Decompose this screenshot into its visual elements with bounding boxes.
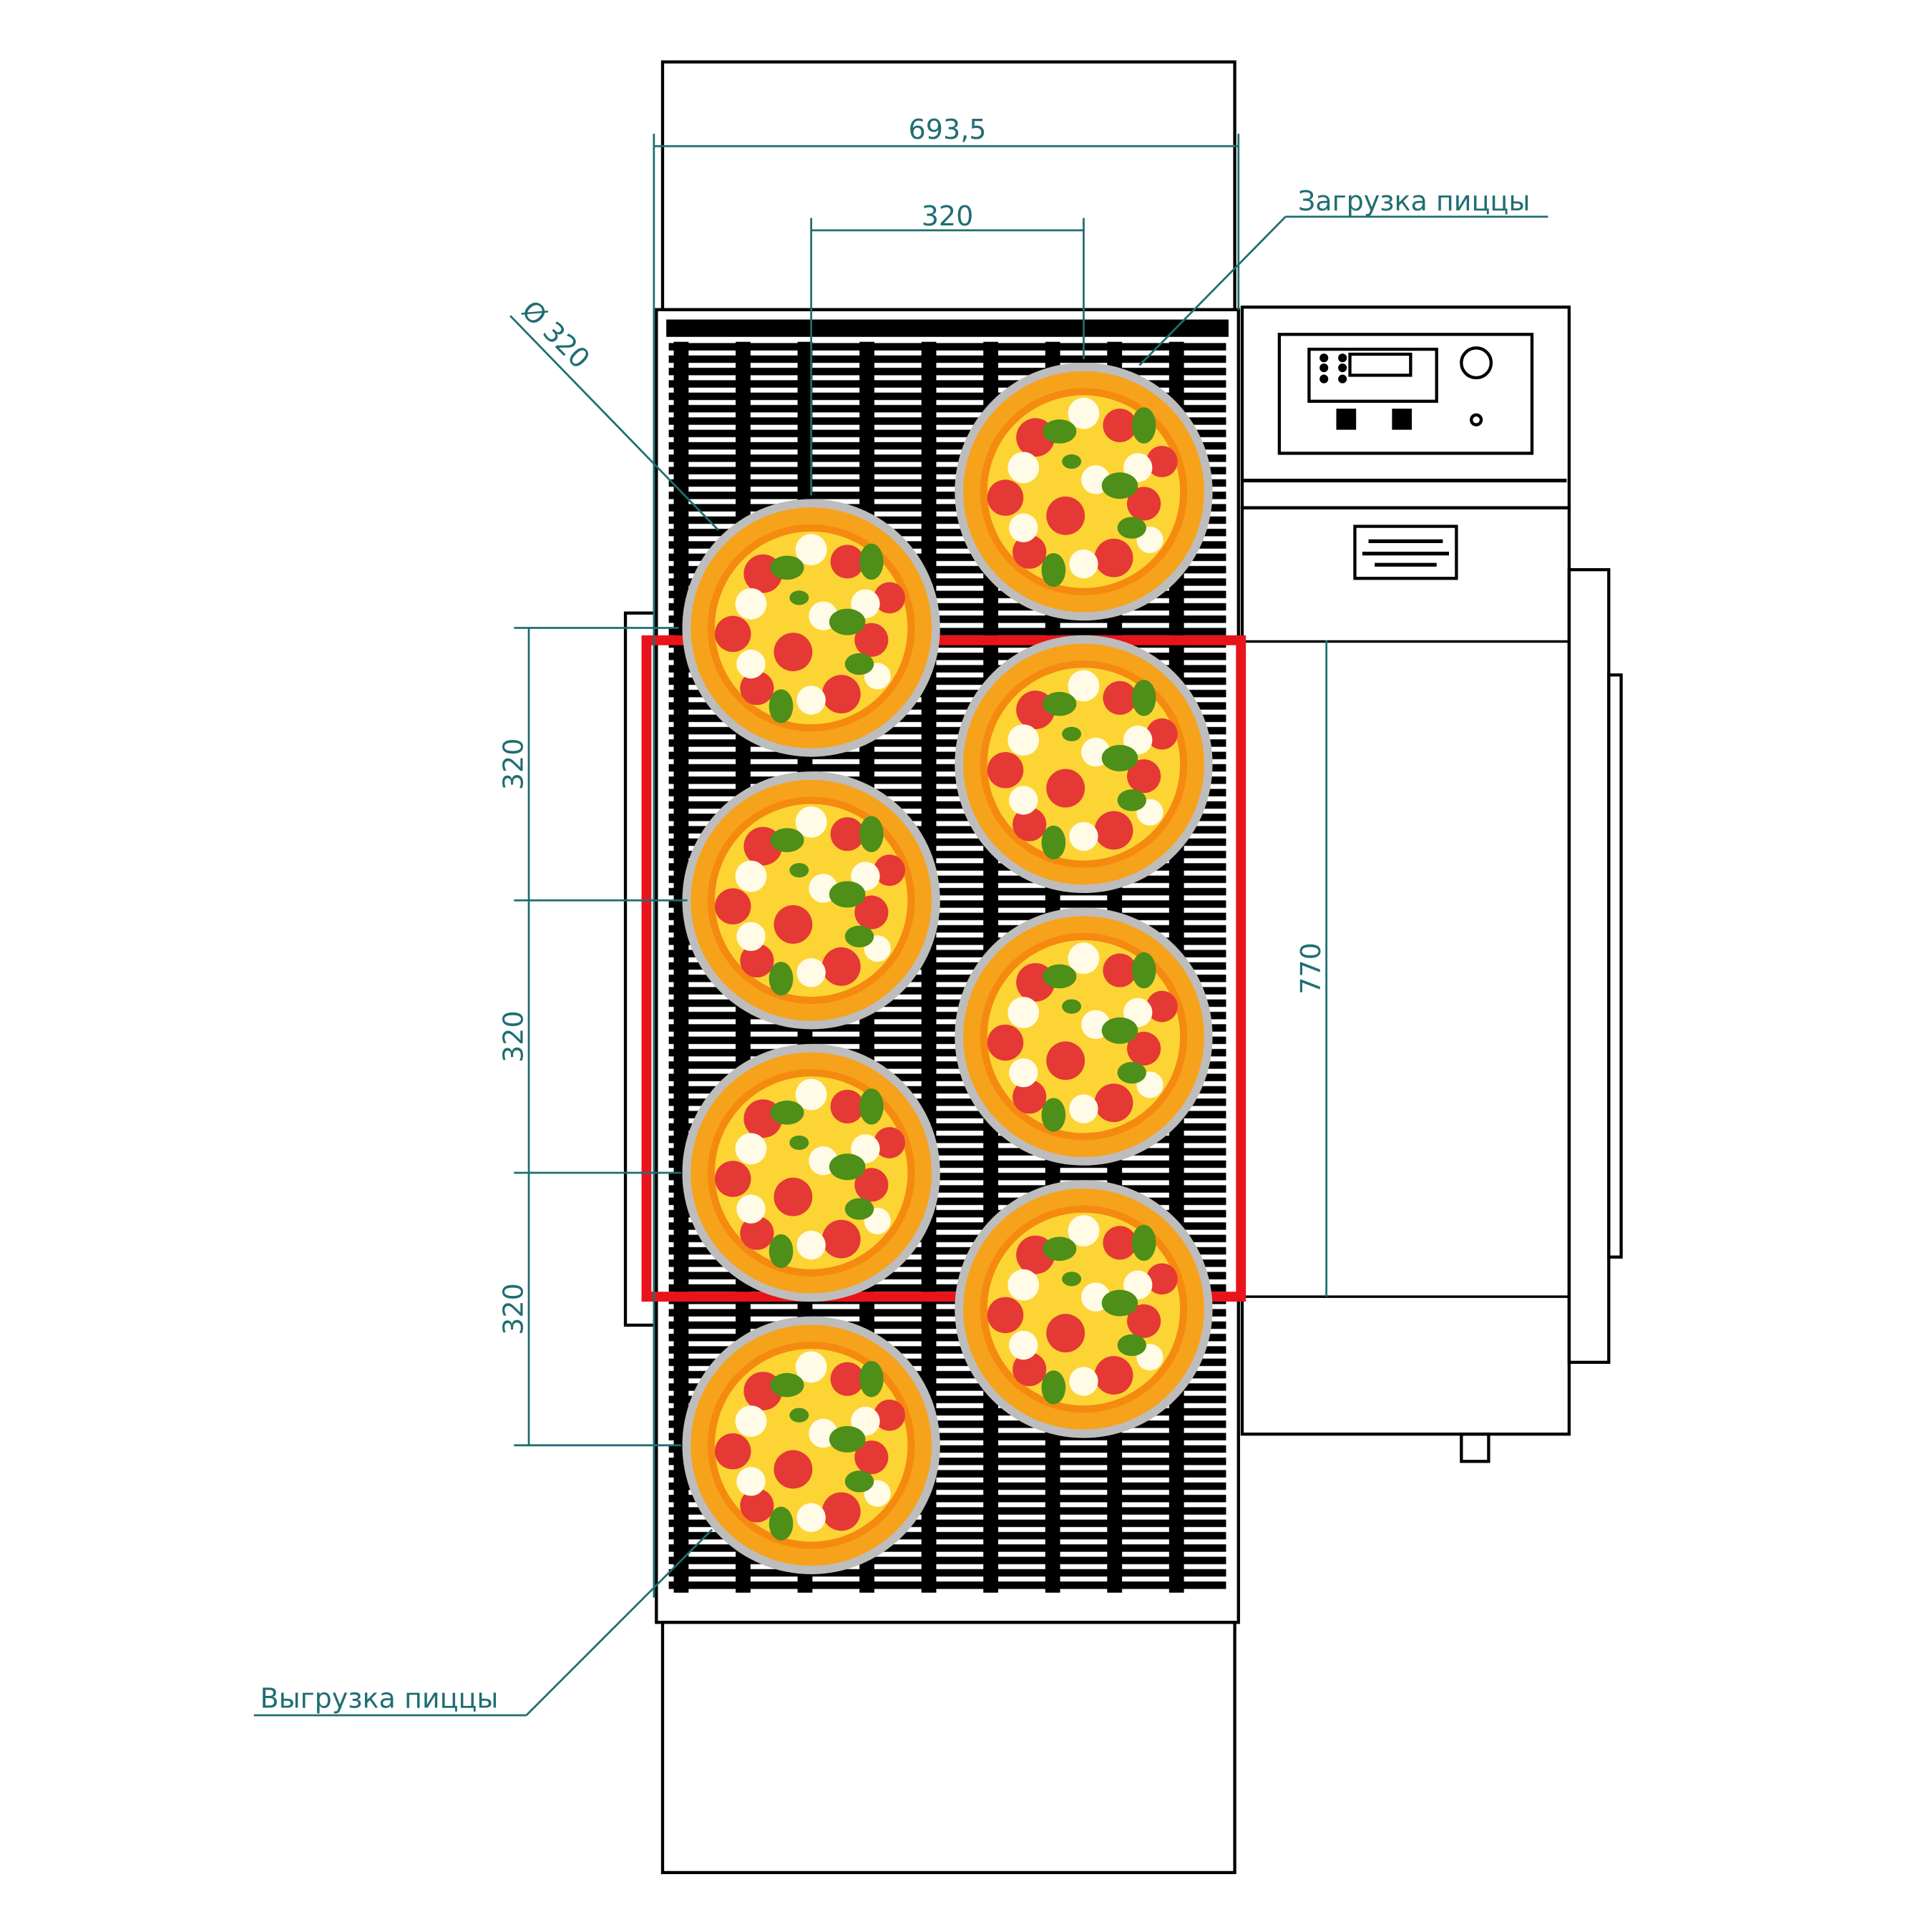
baking-zone-outline <box>641 635 1246 1302</box>
dimension-chamber-length: 770 <box>1295 640 1328 1297</box>
switch-2 <box>1392 409 1413 430</box>
door-hinge <box>1607 673 1623 1259</box>
dimension-pitch: 320 320 320 <box>497 627 688 1447</box>
pizza-6 <box>955 635 1213 894</box>
switch-1 <box>1336 409 1357 430</box>
unloading-label: Выгрузка пиццы <box>260 1683 498 1714</box>
pizza-3 <box>682 1043 940 1302</box>
frame-top-bar <box>666 319 1229 337</box>
pitch-2-value: 320 <box>497 1010 529 1063</box>
pizza-spacing-value: 320 <box>922 200 974 232</box>
pitch-3-value: 320 <box>497 1283 529 1335</box>
loading-callout: Загрузка пиццы <box>1138 185 1548 366</box>
side-rail <box>623 611 658 1327</box>
pizza-5 <box>955 362 1213 621</box>
pizza-7 <box>955 907 1213 1166</box>
nameplate <box>1353 525 1458 580</box>
controller-buttons <box>1319 353 1347 384</box>
control-box <box>1240 306 1571 509</box>
display-screen <box>1348 352 1413 377</box>
drain-fitting <box>1460 1433 1491 1463</box>
pizza-8 <box>955 1180 1213 1438</box>
loading-tray <box>660 60 1236 311</box>
oven-body <box>1240 506 1571 1436</box>
indicator-lamp <box>1469 413 1483 426</box>
dimension-pizza-spacing: 320 <box>810 200 1085 496</box>
pitch-1-value: 320 <box>497 738 529 791</box>
chamber-length-value: 770 <box>1295 942 1327 995</box>
emergency-stop-button <box>1460 346 1493 380</box>
overall-width-value: 693,5 <box>909 114 987 145</box>
pizza-2 <box>682 771 940 1030</box>
unloading-callout: Выгрузка пиццы <box>253 1528 713 1717</box>
loading-label: Загрузка пиццы <box>1298 185 1531 217</box>
side-door <box>1567 567 1611 1365</box>
controller-unit <box>1307 347 1438 403</box>
control-panel <box>1277 333 1534 455</box>
pizza-1 <box>682 499 940 757</box>
pizza-4 <box>682 1316 940 1574</box>
unloading-tray <box>660 1621 1236 1875</box>
dimension-overall-width: 693,5 <box>653 114 1240 1598</box>
